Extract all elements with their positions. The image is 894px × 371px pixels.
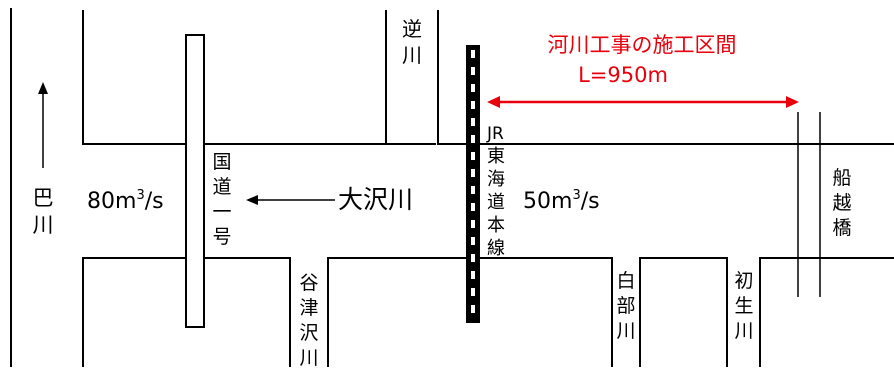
jr-line-label-1: JR <box>486 124 504 144</box>
osawa-flow-arrow-head <box>246 195 258 205</box>
yatsusawa-river-label-4: 川 <box>299 347 318 367</box>
funakoshi-bridge-label-3: 橋 <box>832 217 851 239</box>
shirabe-river-label-1: 白 <box>616 270 635 292</box>
national-route-label-2: 道 <box>212 176 231 198</box>
works-section-title: 河川工事の施工区間 <box>548 33 737 57</box>
osawa-river-north-bank-east <box>437 10 894 145</box>
shirabe-river-label-2: 部 <box>616 295 635 317</box>
jr-line-label-6: 線 <box>487 238 505 259</box>
tomoe-flow-arrow-head <box>38 82 48 94</box>
jr-line-label-5: 本 <box>487 215 505 236</box>
funakoshi-bridge-label-1: 船 <box>832 167 851 189</box>
hatsuo-river-label-3: 川 <box>734 320 753 342</box>
jr-line-label-2: 東 <box>487 146 505 167</box>
works-section-arrow-head-left <box>487 96 500 108</box>
funakoshi-bridge-label-2: 越 <box>832 192 851 214</box>
national-route-label-4: 号 <box>212 226 231 248</box>
jr-line-label-3: 海 <box>487 169 505 190</box>
saka-river-label-1: 逆 <box>402 17 422 41</box>
osawa-river-label: 大沢川 <box>338 185 413 214</box>
hatsuo-river-label-1: 初 <box>734 270 753 292</box>
national-route-label-3: 一 <box>212 201 231 223</box>
saka-river-label-2: 川 <box>402 43 422 67</box>
osawa-river-north-bank-west <box>82 10 436 145</box>
national-route-label-1: 国 <box>212 151 231 173</box>
jr-line-label-4: 道 <box>487 192 505 213</box>
works-section-length: L=950m <box>578 63 668 87</box>
flow-west-label: 80m3/s <box>87 188 164 214</box>
jr-tokaido-line-track <box>466 45 480 323</box>
tomoe-river-label-1: 巴 <box>33 186 54 210</box>
yatsusawa-river-label-3: 沢 <box>299 322 318 344</box>
tomoe-river-label-2: 川 <box>33 213 54 237</box>
yatsusawa-river-label-2: 津 <box>299 297 318 319</box>
shirabe-river-label-3: 川 <box>616 320 635 342</box>
flow-east-label: 50m3/s <box>523 188 600 214</box>
works-section-arrow-head-right <box>786 96 799 108</box>
hatsuo-river-label-2: 生 <box>734 295 753 317</box>
national-route-1-bridge <box>185 34 205 328</box>
osawa-river-south-bank-far-east <box>759 257 894 367</box>
yatsusawa-river-label-1: 谷 <box>299 272 318 294</box>
osawa-river-south-bank-east <box>639 257 728 367</box>
